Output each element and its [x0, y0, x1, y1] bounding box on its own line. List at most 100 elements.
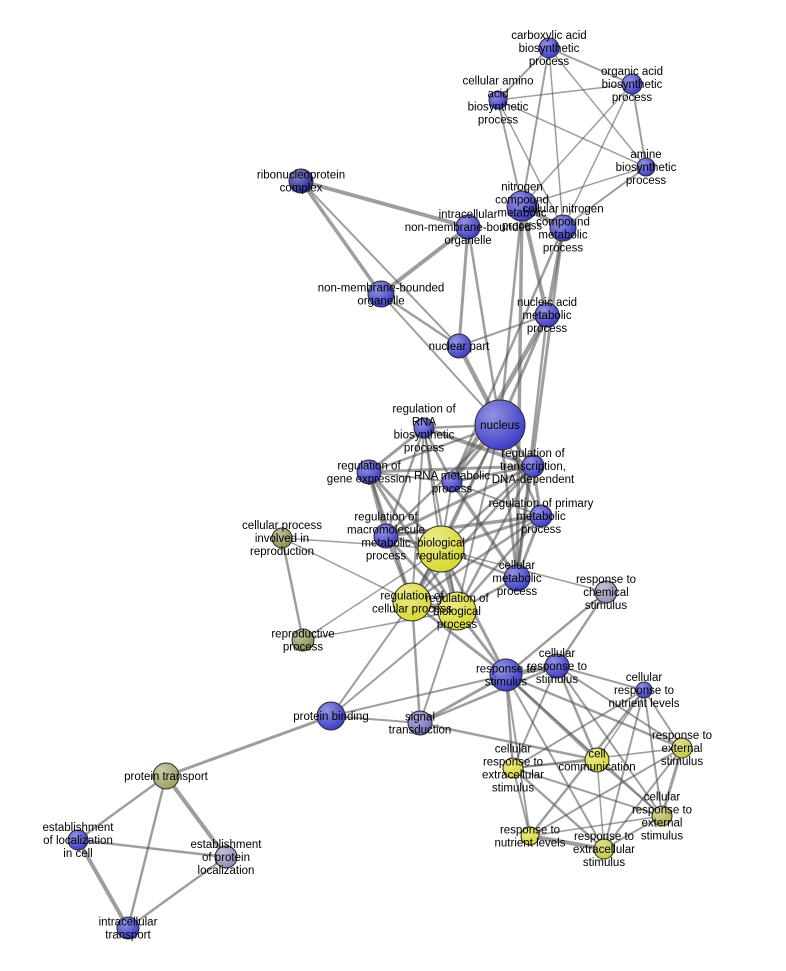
edge-ncmp-cmp [515, 204, 524, 580]
node-repro[interactable] [291, 628, 315, 652]
edge-rtdd-rbp [455, 464, 535, 613]
edge-crexts-rnl [529, 815, 663, 837]
node-rnamp[interactable] [441, 471, 463, 493]
node-nmbo[interactable] [367, 280, 395, 308]
node-rs[interactable] [489, 658, 523, 692]
edge-rbp-st [419, 610, 458, 724]
edge-inmbo-nucleus [466, 225, 502, 427]
edge-rs-rchem [504, 590, 608, 677]
edge-pb-pt [164, 714, 333, 778]
edge-cc-st [418, 721, 599, 762]
edge-oaba-caaba [497, 83, 633, 101]
node-rpmp[interactable] [529, 504, 553, 528]
node-amba[interactable] [636, 157, 656, 177]
edge-oaba-amba [631, 83, 647, 168]
node-ncmp[interactable] [506, 190, 538, 222]
node-rexcs[interactable] [593, 838, 615, 860]
node-pb[interactable] [316, 701, 346, 731]
edge-crnl-rexts [643, 689, 683, 749]
node-namp[interactable] [534, 302, 560, 328]
edge-rexts-rnl [529, 747, 683, 837]
node-label-npart: nuclear part [429, 341, 491, 353]
node-rcp[interactable] [392, 582, 432, 622]
node-pt[interactable] [152, 762, 180, 790]
node-label-pt: protein transport [124, 771, 209, 783]
node-inmbo[interactable] [455, 214, 481, 240]
node-cpir[interactable] [271, 527, 293, 549]
node-bioreg[interactable] [417, 525, 465, 573]
edge-crs-rexts [556, 665, 683, 749]
node-epl[interactable] [214, 845, 238, 869]
node-caba[interactable] [538, 37, 560, 59]
node-rchem[interactable] [594, 580, 618, 604]
node-elc[interactable] [67, 829, 89, 851]
node-crexts[interactable] [651, 805, 673, 827]
edge-rexts-rexcs [603, 747, 683, 850]
node-cmp[interactable] [503, 564, 531, 592]
node-rmmp[interactable] [373, 523, 399, 549]
edge-inmbo-npart [457, 225, 470, 348]
node-it[interactable] [116, 916, 140, 940]
edge-crs-cc [555, 664, 599, 762]
edge-oaba-cncmp [562, 83, 633, 229]
node-rrbp[interactable] [413, 417, 435, 439]
edge-caba-ncmp [521, 47, 550, 207]
edge-caaba-amba [497, 99, 647, 168]
edge-rtdd-rrbp [422, 426, 535, 468]
edge-repro-rbp [302, 610, 458, 641]
node-rtdd[interactable] [521, 454, 545, 478]
edge-crexts-rexcs [603, 815, 663, 850]
node-nucleus[interactable] [474, 399, 526, 451]
edge-cncmp-rnamp [450, 226, 565, 484]
node-oaba[interactable] [621, 73, 643, 95]
edge-rcp-st [410, 600, 422, 725]
node-crnl[interactable] [635, 681, 653, 699]
edge-rpmp-rmmp [384, 514, 543, 538]
node-rnp[interactable] [288, 168, 314, 194]
edge-rbp-pb [330, 610, 458, 717]
node-rbp[interactable] [437, 591, 477, 631]
edge-crexs-rnl [512, 767, 531, 837]
edge-cpir-rcp [281, 537, 413, 603]
node-cc[interactable] [584, 747, 610, 773]
edge-rcp-rs [410, 600, 508, 677]
edge-nucleus-rbp [456, 424, 501, 612]
node-st[interactable] [407, 710, 433, 736]
node-rexts[interactable] [671, 737, 693, 759]
edge-caaba-cncmp [497, 99, 564, 229]
edge-cpir-repro [280, 536, 305, 642]
edge-cc-rexcs [596, 759, 605, 850]
edge-ncmp-namp [520, 204, 549, 317]
edge-rrbp-rmmp [384, 426, 426, 538]
node-caaba[interactable] [488, 90, 508, 110]
edge-crexs-crexts [512, 767, 663, 817]
edge-repro-bioreg [302, 548, 442, 641]
edge-elc-epl [76, 838, 228, 859]
edge-rnp-nmbo [299, 179, 383, 296]
node-rnl[interactable] [520, 826, 540, 846]
node-rge[interactable] [356, 459, 382, 485]
edge-elc-it [76, 838, 130, 930]
node-crexs[interactable] [502, 757, 524, 779]
node-npart[interactable] [446, 333, 472, 359]
edge-rtdd-rcp [410, 464, 535, 604]
edge-rnp-npart [300, 180, 460, 347]
node-cncmp[interactable] [549, 214, 577, 242]
node-crs[interactable] [544, 653, 570, 679]
